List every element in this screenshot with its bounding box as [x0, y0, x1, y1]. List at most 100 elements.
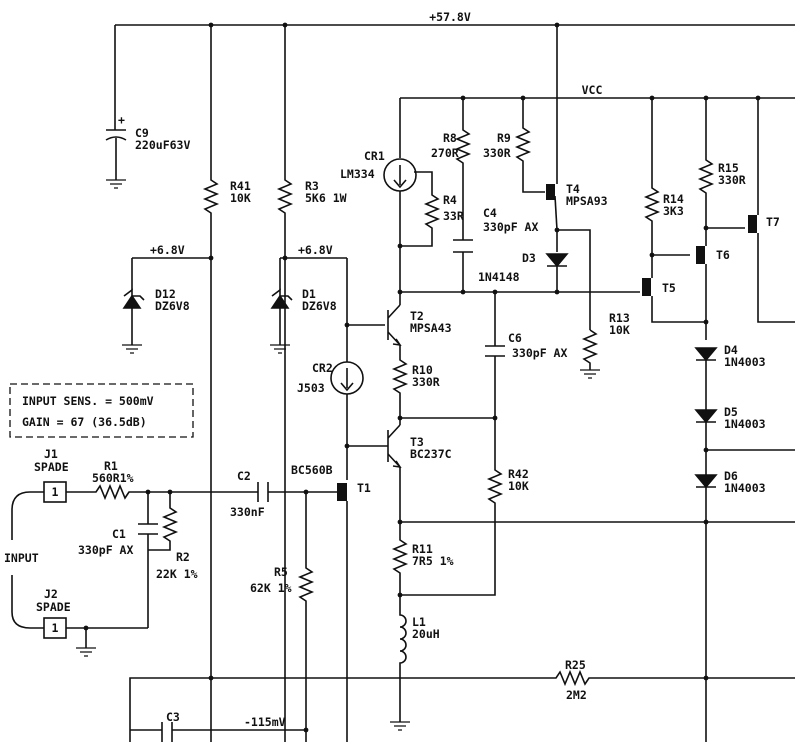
inductor-l1: L1 20uH	[390, 595, 440, 731]
resistor-r2: R2 22K 1%	[148, 492, 198, 581]
j2-pin: 1	[52, 621, 59, 635]
c3-ref: C3	[166, 710, 180, 724]
r13-value: 10K	[609, 323, 630, 337]
resistor-r10: R10 330R	[391, 345, 498, 421]
t2-ref: T2	[410, 309, 424, 323]
r25-value: 2M2	[566, 688, 587, 702]
transistor-t1: BC560B T1	[291, 463, 371, 742]
vcc-rail: VCC	[400, 83, 795, 101]
r10-value: 330R	[412, 375, 440, 389]
j1-ref: J1	[44, 447, 58, 461]
right-zener-rail-label: +6.8V	[298, 243, 333, 257]
c2-ref: C2	[237, 469, 251, 483]
d3-value: 1N4148	[478, 270, 520, 284]
resistor-r9: R9 330R	[483, 98, 545, 193]
capacitor-c2: C2 330nF	[230, 469, 337, 519]
cr1-ref: CR1	[364, 149, 385, 163]
input-label: INPUT	[4, 551, 39, 565]
d5-ref: D5	[724, 405, 738, 419]
current-source-cr1: CR1 LM334 R4 33R	[340, 98, 464, 292]
transistor-t7: T7	[748, 98, 795, 323]
c9-ref: C9	[135, 126, 149, 140]
fet-cr2: CR2 J503	[297, 325, 364, 480]
r25-ref: R25	[565, 658, 586, 672]
d5-value: 1N4003	[724, 417, 766, 431]
j2-type: SPADE	[36, 600, 71, 614]
t1-value: BC560B	[291, 463, 333, 477]
r4-ref: R4	[443, 193, 457, 207]
top-rail-label: +57.8V	[429, 10, 471, 24]
r10-ref: R10	[412, 363, 433, 377]
r15-value: 330R	[718, 173, 746, 187]
resistor-r11: R11 7R5 1%	[391, 522, 454, 598]
diode-d3: D3 1N4148	[478, 227, 591, 330]
transistor-t5: T5	[642, 255, 706, 323]
resistor-r14: R14 3K3	[643, 98, 690, 258]
d1-ref: D1	[302, 287, 316, 301]
r14-value: 3K3	[663, 204, 684, 218]
c4-value: 330pF AX	[483, 220, 538, 234]
j1-type: SPADE	[34, 460, 69, 474]
resistor-r15: R15 330R	[697, 98, 746, 231]
spec-note-box: INPUT SENS. = 500mV GAIN = 67 (36.5dB)	[9, 383, 194, 438]
transistor-t3: T3 BC237C	[347, 418, 452, 522]
resistor-r41: R41 10K	[202, 22, 251, 742]
capacitor-c6: C6 330pF AX	[400, 292, 567, 596]
c1-value: 330pF AX	[78, 543, 133, 557]
c6-value: 330pF AX	[512, 346, 567, 360]
t7-ref: T7	[766, 215, 780, 229]
cr2-value: J503	[297, 381, 325, 395]
l1-ref: L1	[412, 615, 426, 629]
c1-ref: C1	[112, 527, 126, 541]
bottom-node-label: -115mV	[244, 715, 286, 729]
note-input-sensitivity: INPUT SENS. = 500mV	[22, 394, 154, 408]
t5-ref: T5	[662, 281, 676, 295]
resistor-r3: R3 5K6 1W	[276, 22, 347, 742]
t6-ref: T6	[716, 248, 730, 262]
r2-value: 22K 1%	[156, 567, 198, 581]
top-rail: +57.8V	[114, 10, 795, 130]
t2-value: MPSA43	[410, 321, 452, 335]
d12-value: DZ6V8	[155, 299, 190, 313]
resistor-r8: R8 270R C4 330pF AX	[431, 98, 538, 292]
r11-ref: R11	[412, 542, 433, 556]
l1-value: 20uH	[412, 627, 440, 641]
resistor-r13: R13 10K	[580, 311, 630, 379]
r11-value: 7R5 1%	[412, 554, 454, 568]
cr1-value: LM334	[340, 167, 375, 181]
resistor-r1: R1 560R1%	[66, 459, 258, 501]
r41-value: 10K	[230, 191, 251, 205]
r9-value: 330R	[483, 146, 511, 160]
transistor-t4: T4 MPSA93	[546, 22, 608, 231]
vcc-rail-label: VCC	[582, 83, 603, 97]
bias-wire	[346, 258, 385, 326]
t1-ref: T1	[357, 481, 371, 495]
transistor-t2: T2 MPSA43	[387, 292, 452, 347]
diode-d6: D6 1N4003	[694, 469, 766, 742]
j1-pin: 1	[52, 485, 59, 499]
r8-ref: R8	[443, 131, 457, 145]
r14-ref: R14	[663, 192, 684, 206]
d6-value: 1N4003	[724, 481, 766, 495]
r13-ref: R13	[609, 311, 630, 325]
r1-ref: R1	[104, 459, 118, 473]
d1-value: DZ6V8	[302, 299, 337, 313]
resistor-r42: R42 10K	[508, 467, 529, 493]
t3-value: BC237C	[410, 447, 452, 461]
t4-ref: T4	[566, 182, 580, 196]
c4-ref: C4	[483, 206, 497, 220]
connector-j2: J2 SPADE 1	[11, 575, 148, 657]
t3-ref: T3	[410, 435, 424, 449]
d3-ref: D3	[522, 251, 536, 265]
r3-value: 5K6 1W	[305, 191, 347, 205]
r41-ref: R41	[230, 179, 251, 193]
capacitor-c3: C3 -115mV	[130, 710, 306, 742]
d4-ref: D4	[724, 343, 738, 357]
zener-d1: +6.8V D1 DZ6V8	[270, 243, 347, 354]
connector-j1: J1 SPADE 1	[11, 447, 69, 540]
transistor-t6: T6	[696, 228, 730, 340]
r42-value: 10K	[508, 479, 529, 493]
note-gain: GAIN = 67 (36.5dB)	[22, 415, 147, 429]
capacitor-c1: C1 330pF AX	[78, 492, 158, 628]
